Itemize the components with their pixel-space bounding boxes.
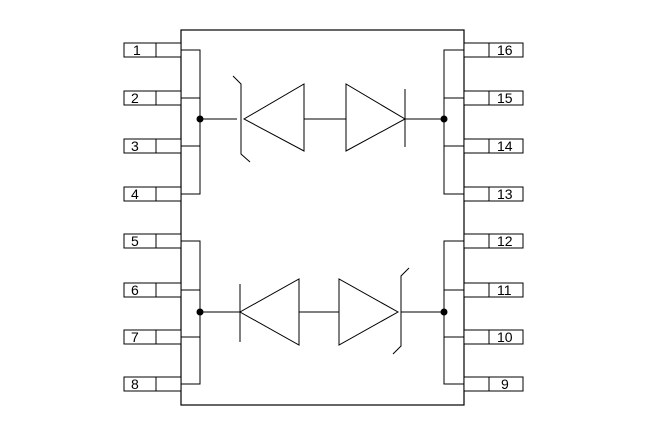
pin-9-label: 9	[501, 376, 509, 392]
junction-dot	[440, 308, 448, 316]
pin-16: 16	[463, 42, 524, 58]
pin-6: 6	[123, 282, 182, 298]
junction-dot	[440, 115, 448, 123]
pin-3: 3	[123, 138, 182, 154]
pin-14: 14	[463, 138, 524, 154]
left-pin-group: 1 2 3 4 5 6 7	[123, 42, 182, 392]
pin-6-label: 6	[131, 282, 139, 298]
pin-5-label: 5	[131, 233, 139, 249]
pin-13-label: 13	[497, 186, 513, 202]
pin-2-label: 2	[131, 90, 139, 106]
pin-2: 2	[123, 90, 182, 106]
pin-8: 8	[123, 376, 182, 392]
pin-1-label: 1	[133, 42, 141, 58]
pin-10: 10	[463, 329, 524, 345]
package-body	[180, 29, 465, 406]
pin-14-label: 14	[497, 138, 513, 154]
junction-dot	[196, 115, 204, 123]
pin-15: 15	[463, 90, 524, 106]
pin-12: 12	[463, 233, 524, 249]
pin-7: 7	[123, 329, 182, 345]
pin-15-label: 15	[497, 90, 513, 106]
junction-dot	[196, 308, 204, 316]
pin-10-label: 10	[497, 329, 513, 345]
pin-16-label: 16	[497, 42, 513, 58]
pin-4-label: 4	[131, 186, 139, 202]
pin-12-label: 12	[497, 233, 513, 249]
pin-11: 11	[463, 282, 524, 298]
right-pin-group: 16 15 14 13 12 11 10	[463, 42, 524, 392]
pin-1: 1	[123, 42, 182, 58]
pin-11-label: 11	[497, 282, 512, 298]
pin-7-label: 7	[131, 329, 139, 345]
pin-4: 4	[123, 186, 182, 202]
pin-3-label: 3	[131, 138, 139, 154]
bottom-circuit	[196, 267, 448, 355]
bottom-tvs-diode	[338, 267, 410, 355]
pin-9: 9	[463, 376, 524, 392]
pin-13: 13	[463, 186, 524, 202]
top-circuit	[196, 75, 448, 163]
top-rectifier-diode	[345, 83, 407, 152]
pin-8-label: 8	[131, 376, 139, 392]
top-tvs-diode	[232, 75, 305, 163]
pin-5: 5	[123, 233, 182, 249]
